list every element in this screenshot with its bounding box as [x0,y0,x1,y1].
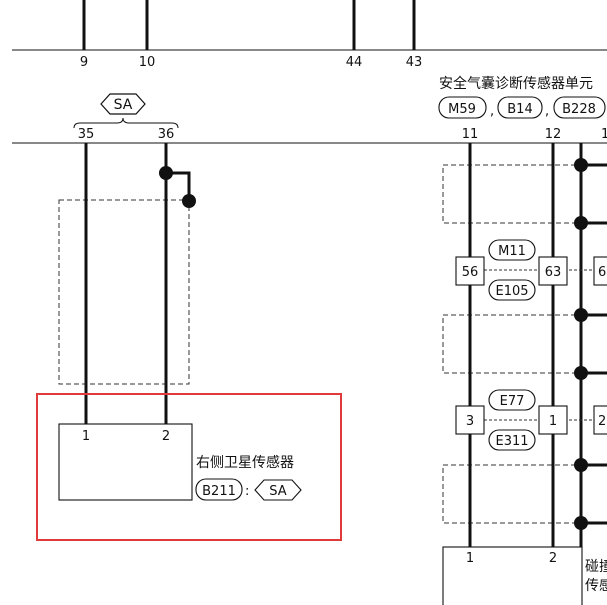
pin-label-9: 9 [80,55,88,70]
pin-label-12: 12 [545,127,562,142]
connector-label-b228: B228 [562,102,596,117]
right-circuit: 56 63 6 M11 E105 3 1 2 E77 E311 1 2 碰撞 传… [442,143,607,605]
junction-dot-shield [182,194,196,208]
connector-label-b14: B14 [507,102,532,117]
junction-1-pin-c: 6 [598,265,606,280]
right-satellite-sensor-label: 右侧卫星传感器 [196,454,294,471]
junction-1-pin-box-a [455,256,485,286]
junction-1-pin-box-b [538,256,568,286]
shield-dashed-box-3 [442,464,607,524]
junction-dot-r3 [574,308,588,322]
junction-dot-top [159,166,173,180]
connector-badge-b14 [497,96,543,119]
junction-2-pin-b: 1 [549,414,557,429]
junction-2-pin-box-c [593,405,607,435]
pin-label-44: 44 [346,55,363,70]
shield-drain-wire [166,171,191,201]
junction-2-pin-c: 2 [598,414,606,429]
shield-dashed-box-1 [442,164,607,224]
junction-1-pin-box-c [593,256,607,286]
pin-label-43: 43 [406,55,423,70]
crash-sensor-label-line2: 传感 [585,577,607,594]
junction-dot-r6 [574,516,588,530]
junction-2-pin-box-b [538,405,568,435]
junction-1-pin-b: 63 [545,265,562,280]
airbag-unit-title: 安全气囊诊断传感器单元 [439,75,593,92]
connector-badge-e77 [488,389,536,411]
connector-label-b211: B211 [202,484,236,499]
harness-tag-label: SA [269,484,286,499]
junction-2-pin-a: 3 [466,414,474,429]
connector-badge-e105 [488,279,536,301]
junction-dot-r5 [574,458,588,472]
top-wire-group: 9 10 44 43 [12,0,607,70]
crash-sensor-pin-1: 1 [466,551,474,566]
connector-badge-e311 [488,429,536,451]
shield-dashed-box-left [58,199,190,385]
left-circuit: 1 2 右侧卫星传感器 B211 : SA [58,143,302,501]
pin-label-1-partial: 1 [601,127,607,142]
sensor-pin-1: 1 [82,429,90,444]
shield-dashed-box-2 [442,314,607,374]
connector-label-e105: E105 [495,284,528,299]
hexagon-shape [100,93,146,115]
crash-sensor-pin-2: 2 [549,551,557,566]
highlight-box [36,393,342,541]
junction-1-pin-a: 56 [462,265,479,280]
junction-dot-r4 [574,366,588,380]
junction-dot-r2 [574,216,588,230]
connector-label-m11: M11 [498,244,526,259]
sa-tag-label: SA [114,97,133,113]
crash-zone-sensor-box [442,546,583,605]
junction-dot-r1 [574,158,588,172]
connector-label-e311: E311 [495,434,528,449]
connector-brace [73,117,179,129]
pin-label-11: 11 [462,127,479,142]
junction-2-pin-box-a [455,405,485,435]
connector-badge-m11 [488,239,536,261]
connector-label-m59: M59 [448,102,476,117]
airbag-diagnosis-unit-header: 安全气囊诊断传感器单元 M59 , B14 , B228 11 12 1 [438,75,607,142]
pin-label-10: 10 [139,55,156,70]
connector-badge-b228 [553,96,606,119]
separator-1: , [490,104,494,119]
connector-label-e77: E77 [500,394,525,409]
connector-badge-b211 [195,478,243,501]
sensor-pin-2: 2 [162,429,170,444]
sa-connector-tag: SA [100,93,146,115]
pin-label-35: 35 [78,127,95,142]
connector-colon: : [245,484,249,499]
separator-2: , [545,104,549,119]
pin-label-36: 36 [158,127,175,142]
crash-sensor-label-line1: 碰撞 [585,559,607,575]
harness-hexagon-icon [254,479,302,501]
connector-badge-m59 [438,96,487,119]
right-satellite-sensor-box [58,423,193,501]
